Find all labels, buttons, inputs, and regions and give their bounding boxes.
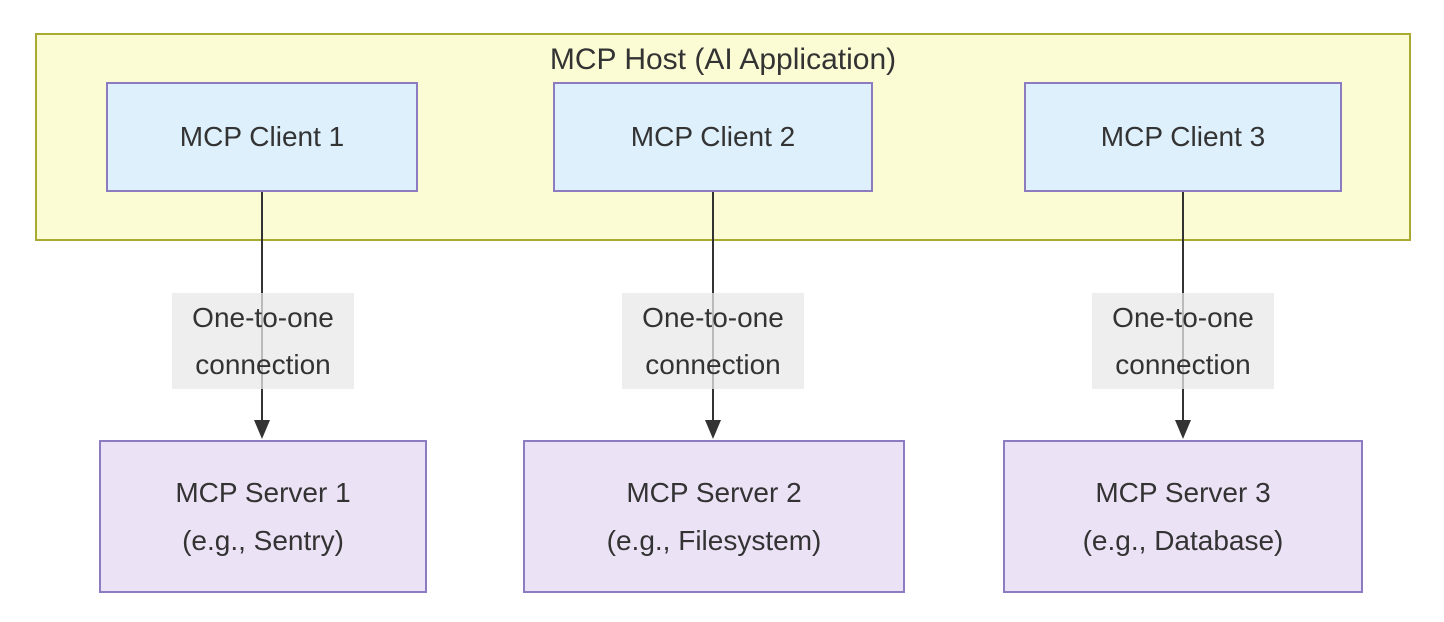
server-node-3: MCP Server 3 (e.g., Database)	[1003, 440, 1363, 593]
client-node-2: MCP Client 2	[553, 82, 873, 192]
arrowhead-down-icon	[254, 420, 270, 439]
client-node-3: MCP Client 3	[1024, 82, 1342, 192]
edge-label-1-line2: connection	[195, 349, 331, 380]
client-node-2-label: MCP Client 2	[630, 121, 796, 152]
edge-label-3: One-to-one connection	[1092, 293, 1274, 389]
server-node-2: MCP Server 2 (e.g., Filesystem)	[523, 440, 905, 593]
edge-label-2: One-to-one connection	[622, 293, 804, 389]
server-node-1-line1: MCP Server 1	[175, 476, 351, 508]
edge-label-2-line1: One-to-one	[642, 302, 784, 333]
server-node-2-line1: MCP Server 2	[626, 476, 802, 508]
server-node-1-line2: (e.g., Sentry)	[182, 524, 344, 556]
client-node-1: MCP Client 1	[106, 82, 418, 192]
client-node-3-label: MCP Client 3	[1100, 121, 1266, 152]
arrowhead-down-icon	[1175, 420, 1191, 439]
server-node-3-line2: (e.g., Database)	[1082, 524, 1284, 556]
host-title: MCP Host (AI Application)	[549, 43, 897, 76]
server-node-2-line2: (e.g., Filesystem)	[606, 524, 822, 556]
edge-label-1: One-to-one connection	[172, 293, 354, 389]
edge-label-3-line2: connection	[1115, 349, 1251, 380]
server-node-1: MCP Server 1 (e.g., Sentry)	[99, 440, 427, 593]
arrowhead-down-icon	[705, 420, 721, 439]
client-node-1-label: MCP Client 1	[179, 121, 345, 152]
edge-label-3-line1: One-to-one	[1112, 302, 1254, 333]
edge-label-2-line2: connection	[645, 349, 781, 380]
edge-label-1-line1: One-to-one	[192, 302, 334, 333]
server-node-3-line1: MCP Server 3	[1095, 476, 1271, 508]
